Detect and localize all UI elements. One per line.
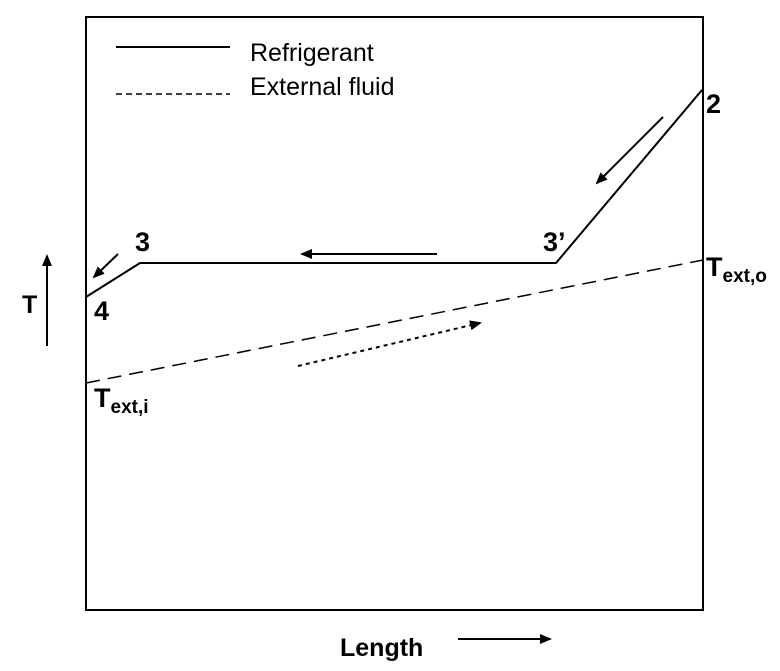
- legend-refrigerant-label: Refrigerant: [250, 39, 374, 67]
- y-axis-label: T: [22, 291, 37, 319]
- external-inlet-temperature-main: T: [94, 383, 111, 413]
- refrigerant-line: [85, 89, 703, 298]
- external-outlet-temperature-label: Text,o: [706, 252, 767, 287]
- x-axis-label: Length: [340, 634, 423, 662]
- legend-external-fluid-label: External fluid: [250, 73, 395, 101]
- external-fluid-line: [85, 259, 704, 384]
- state-point-2-label: 2: [706, 89, 721, 119]
- state-point-4-label: 4: [94, 296, 109, 326]
- external-outlet-temperature-main: T: [706, 252, 723, 282]
- refrigerant-flow-arrow-subcool: [92, 253, 119, 279]
- external-outlet-temperature-subscript: ext,o: [723, 266, 767, 287]
- legend: Refrigerant External fluid: [116, 39, 395, 101]
- refrigerant-flow-arrow-desuperheat: [595, 116, 664, 185]
- external-inlet-temperature-label: Text,i: [94, 383, 149, 418]
- plot-frame: [85, 16, 704, 611]
- external-inlet-temperature-subscript: ext,i: [111, 397, 149, 418]
- external-fluid-flow-arrow: [297, 320, 482, 367]
- state-point-3prime-label: 3’: [543, 227, 566, 257]
- state-point-3-label: 3: [135, 227, 150, 257]
